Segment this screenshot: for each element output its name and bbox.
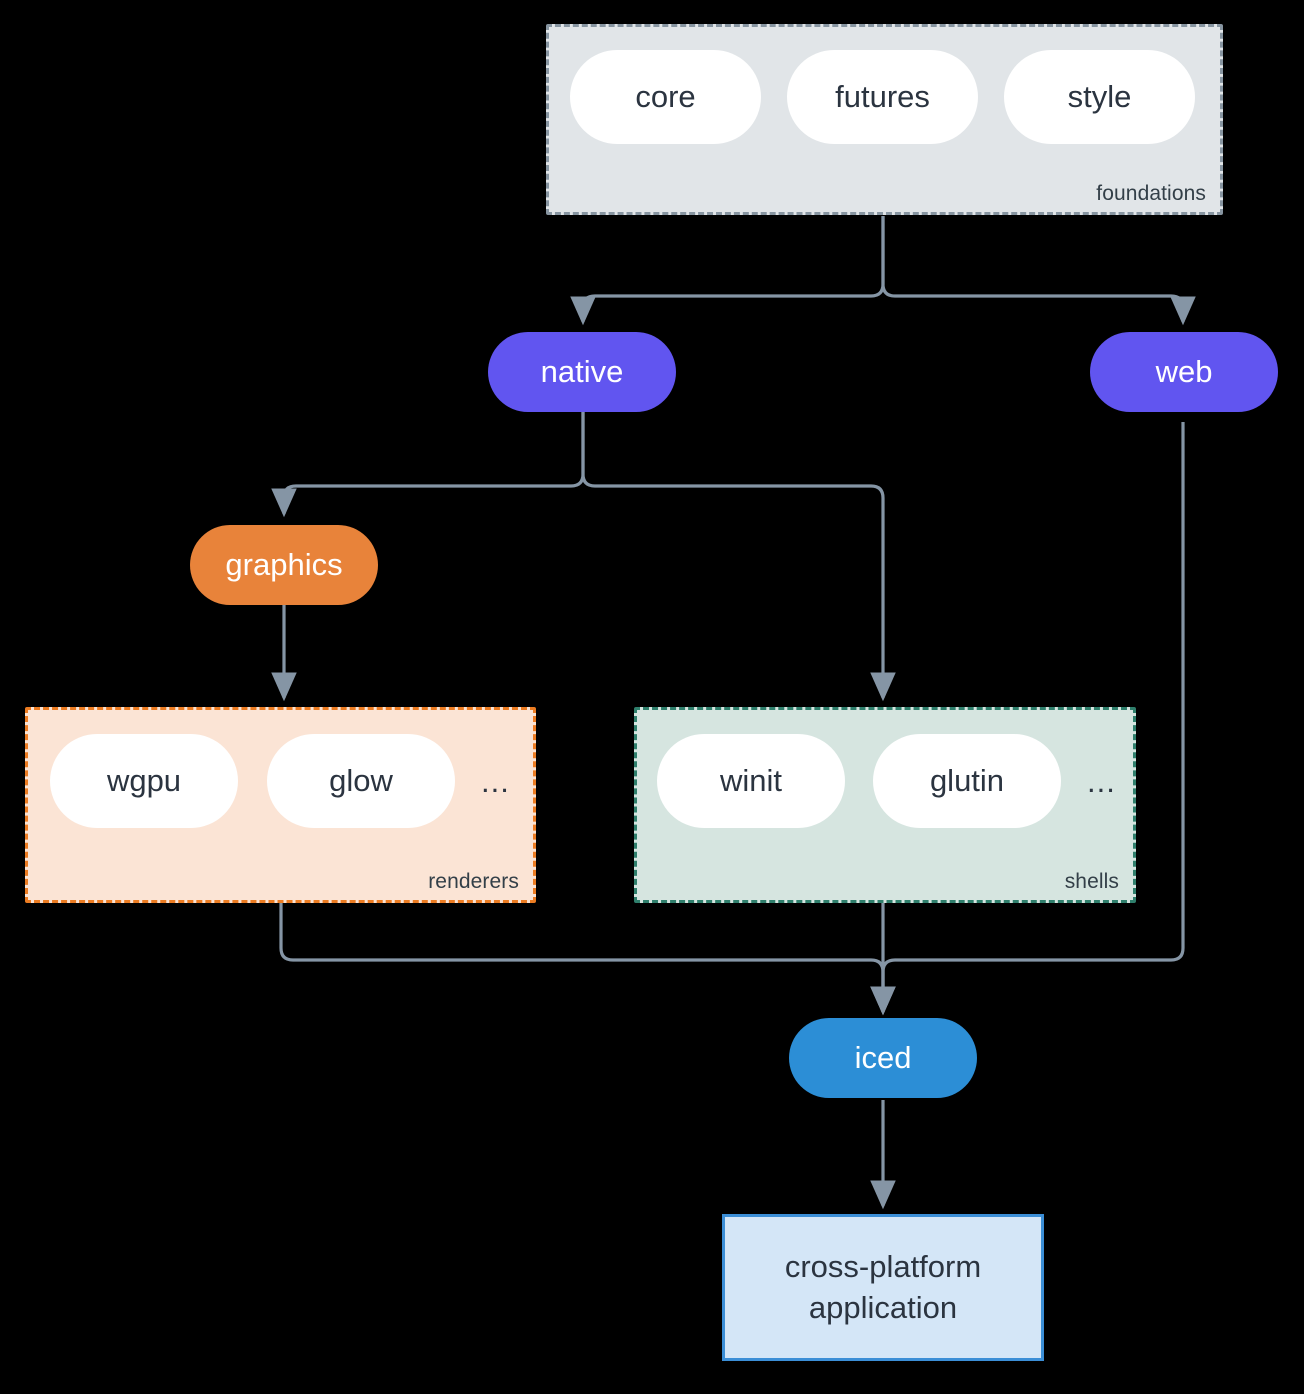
edge-renderers-iced xyxy=(279,903,896,1016)
node-glutin[interactable]: glutin xyxy=(873,734,1061,828)
node-core[interactable]: core xyxy=(570,50,761,144)
node-futures[interactable]: futures xyxy=(787,50,978,144)
node-native[interactable]: native xyxy=(488,332,676,412)
cluster-shells-label: shells xyxy=(1064,870,1119,893)
node-shells-ellipsis: ... xyxy=(1087,764,1116,799)
edge-foundations-web xyxy=(881,216,1196,326)
cluster-renderers-label: renderers xyxy=(428,870,519,893)
edge-native-graphics xyxy=(271,412,585,518)
node-winit[interactable]: winit xyxy=(657,734,845,828)
cluster-foundations-label: foundations xyxy=(1096,182,1206,205)
edge-foundations-native xyxy=(570,216,885,326)
node-renderers-ellipsis: ... xyxy=(481,764,510,799)
node-web[interactable]: web xyxy=(1090,332,1278,412)
application-label-line1: cross-platform xyxy=(784,1248,982,1284)
node-wgpu[interactable]: wgpu xyxy=(50,734,238,828)
application-label-line2: application xyxy=(808,1289,958,1325)
edge-native-shells xyxy=(581,412,896,702)
node-cross-platform-application[interactable]: cross-platform application xyxy=(722,1214,1044,1361)
node-iced[interactable]: iced xyxy=(789,1018,977,1098)
node-graphics[interactable]: graphics xyxy=(190,525,378,605)
node-style[interactable]: style xyxy=(1004,50,1195,144)
node-glow[interactable]: glow xyxy=(267,734,455,828)
